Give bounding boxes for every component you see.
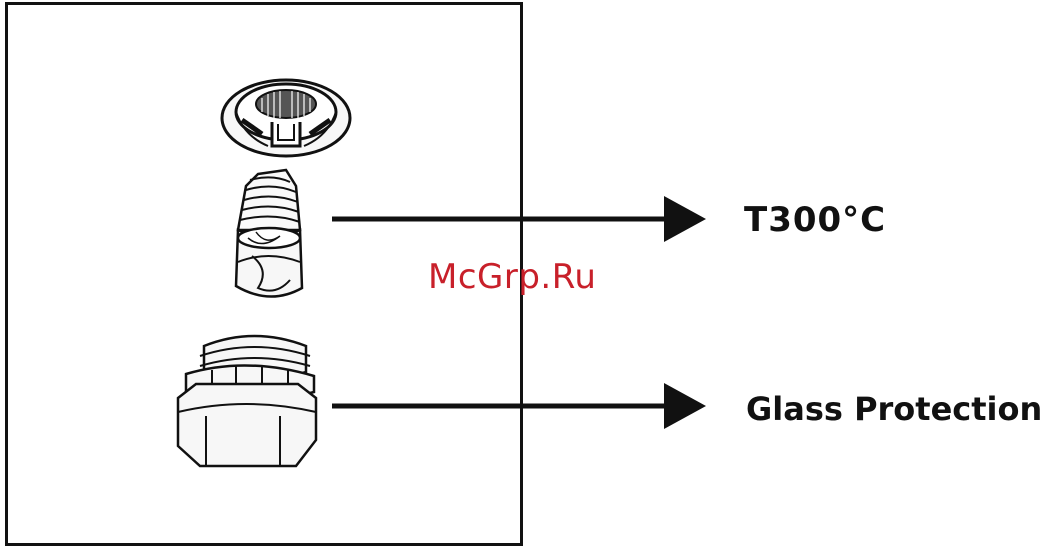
watermark-text: McGrp.Ru bbox=[428, 257, 596, 297]
glass-protection-label: Glass Protection bbox=[746, 390, 1042, 428]
fuse-cap-top-icon bbox=[222, 80, 350, 156]
glass-protection-cap-icon bbox=[178, 336, 316, 466]
threaded-fuse-link-icon bbox=[236, 170, 302, 297]
arrow-temperature bbox=[332, 196, 706, 242]
temperature-label: T300°C bbox=[744, 200, 886, 240]
arrow-glass-protection bbox=[332, 383, 706, 429]
